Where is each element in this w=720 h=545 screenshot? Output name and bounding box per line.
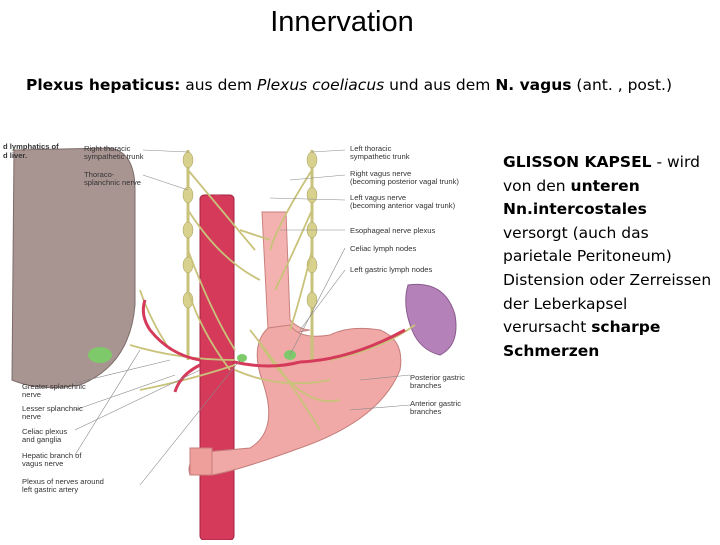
glisson-text-2: versorgt (auch das parietale Peritoneum)…	[503, 223, 712, 337]
label-plexus-left-gastric: Plexus of nerves around left gastric art…	[22, 477, 104, 495]
subtitle: Plexus hepaticus: aus dem Plexus coeliac…	[26, 76, 672, 94]
anatomy-drawing	[11, 147, 457, 541]
label-left-thoracic: Left thoracic sympathetic trunk	[350, 144, 410, 162]
subtitle-n-vagus: N. vagus	[495, 76, 572, 94]
subtitle-text-1: aus dem	[180, 76, 257, 94]
label-left-vagus: Left vagus nerve (becoming anterior vaga…	[350, 193, 456, 211]
subtitle-text-3: (ant. , post.)	[571, 76, 673, 94]
subtitle-text-2: und aus dem	[384, 76, 496, 94]
label-celiac-lymph: Celiac lymph nodes	[350, 244, 417, 253]
stomach	[188, 324, 402, 476]
label-celiac-plexus: Celiac plexus and ganglia	[22, 427, 68, 445]
label-top-left-2: d liver.	[3, 151, 28, 160]
duodenum	[189, 447, 213, 476]
label-thoracosplanchnic: Thoraco- splanchnic nerve	[84, 170, 141, 188]
anatomy-illustration: d lymphatics of d liver. Right thoracic …	[0, 130, 500, 541]
celiac-arteries	[141, 299, 406, 393]
label-anterior-gastric: Anterior gastric branches	[410, 399, 462, 417]
label-esophageal: Esophageal nerve plexus	[350, 226, 436, 235]
label-right-vagus: Right vagus nerve (becoming posterior va…	[350, 169, 459, 187]
label-hepatic-branch: Hepatic branch of vagus nerve	[22, 451, 82, 469]
glisson-capsule-text: GLISSON KAPSEL - wird von den unteren Nn…	[503, 151, 713, 363]
leader-lines	[74, 149, 411, 486]
glisson-scharpe-schmerzen: scharpe Schmerzen	[503, 318, 661, 360]
sympathetic-ganglia	[182, 151, 318, 309]
nerve-branches	[129, 169, 416, 431]
spleen	[405, 283, 457, 356]
label-greater-splanchnic: Greater splanchnic nerve	[22, 382, 86, 400]
glisson-text-1: - wird von den	[503, 153, 700, 195]
label-left-gastric-lymph: Left gastric lymph nodes	[350, 265, 433, 274]
page-title: Innervation	[270, 6, 414, 38]
label-posterior-gastric: Posterior gastric branches	[410, 373, 465, 391]
subtitle-term: Plexus hepaticus:	[26, 76, 181, 94]
celiac-lymph-node-2	[237, 354, 247, 362]
aorta-arch	[200, 195, 234, 205]
liver-lymph-node	[88, 347, 112, 363]
label-lesser-splanchnic: Lesser splanchnic nerve	[22, 404, 83, 422]
glisson-nn-intercostales: unteren Nn.intercostales	[503, 176, 647, 219]
liver-shape	[11, 147, 136, 389]
label-top-left-1: d lymphatics of	[3, 142, 59, 151]
subtitle-plexus-coeliacus: Plexus coeliacus	[256, 76, 385, 94]
label-right-thoracic: Right thoracic sympathetic trunk	[84, 144, 144, 162]
glisson-heading: GLISSON KAPSEL	[503, 153, 652, 171]
